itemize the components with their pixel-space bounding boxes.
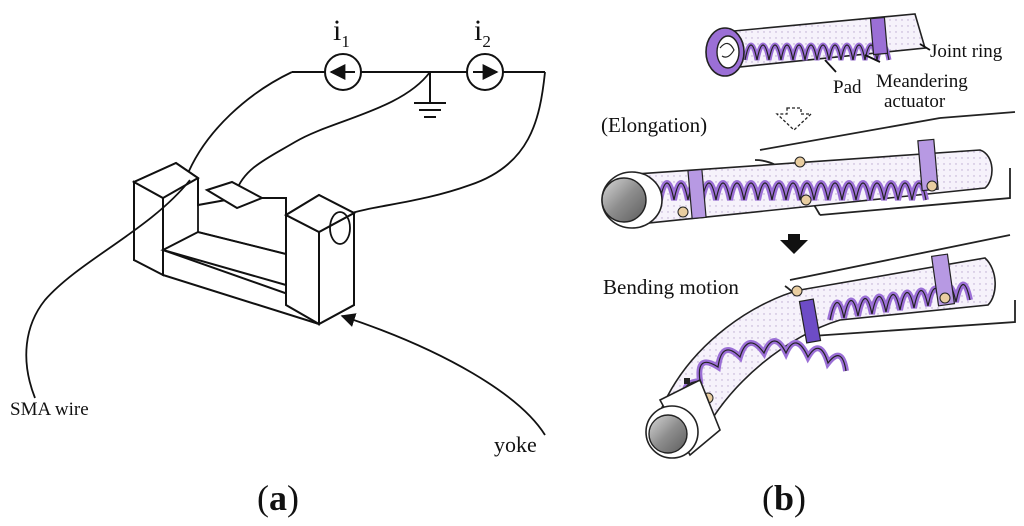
- panel-b: Joint ring Pad Meandering actuator (Elon…: [601, 13, 1016, 518]
- yoke-label: yoke: [494, 432, 537, 457]
- lead-wire-right: [344, 71, 546, 216]
- yoke-pointer: [340, 313, 546, 436]
- caption-a: (a): [257, 478, 299, 518]
- current-source-2: [466, 53, 504, 91]
- actuator-small: [705, 13, 931, 77]
- caption-b: (b): [762, 478, 806, 518]
- current-1-label: i1: [333, 14, 350, 51]
- ground-symbol: [414, 72, 446, 118]
- lead-wire-inner: [235, 71, 431, 193]
- actuator-bent: [645, 234, 1016, 459]
- bending-motion-label: Bending motion: [603, 275, 739, 299]
- current-source-1: [324, 53, 362, 91]
- solid-down-arrow: [780, 234, 808, 254]
- sma-wire-pointer: [25, 179, 191, 399]
- yoke: [131, 161, 357, 326]
- lead-wire-left: [185, 71, 293, 179]
- meandering-label-2: actuator: [884, 91, 946, 112]
- actuator-elongated: [601, 111, 1016, 229]
- elongation-label: (Elongation): [601, 113, 707, 137]
- dashed-down-arrow: [775, 107, 813, 131]
- joint-ring-label: Joint ring: [930, 41, 1003, 62]
- meandering-label-1: Meandering: [876, 71, 968, 92]
- sma-wire-label: SMA wire: [10, 399, 89, 420]
- current-2-label: i2: [474, 14, 491, 51]
- panel-a: i1 i2: [10, 14, 546, 518]
- pad-label: Pad: [833, 77, 862, 98]
